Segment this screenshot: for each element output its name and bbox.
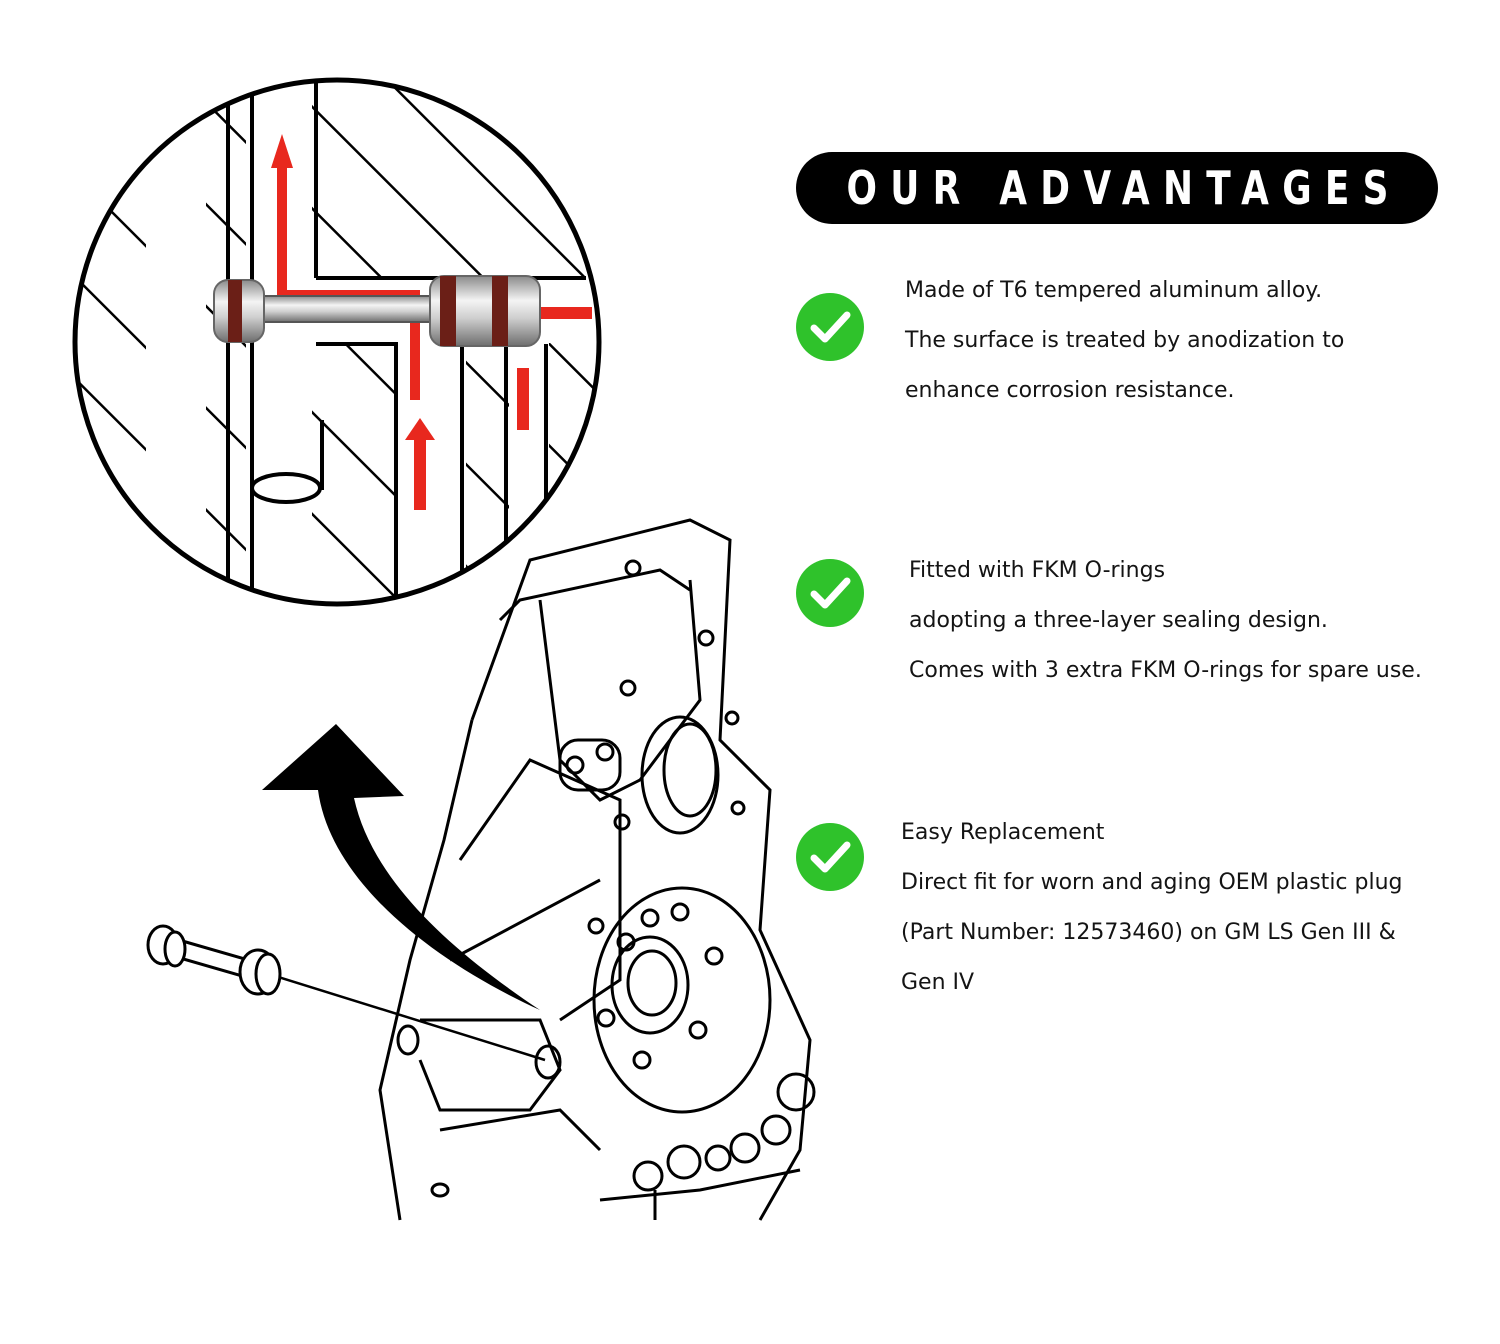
advantage-replacement: Easy Replacement Direct fit for worn and… bbox=[901, 808, 1403, 1008]
advantage-line: Comes with 3 extra FKM O-rings for spare… bbox=[909, 658, 1422, 683]
curved-arrow-icon bbox=[262, 724, 540, 1010]
advantage-line: The surface is treated by anodization to bbox=[905, 328, 1345, 353]
check-circle-icon bbox=[796, 823, 864, 891]
engine-block-drawing bbox=[378, 518, 816, 1221]
check-circle-icon bbox=[796, 559, 864, 627]
advantage-line: Easy Replacement bbox=[901, 820, 1105, 845]
heading-banner: OUR ADVANTAGES bbox=[796, 152, 1438, 224]
advantage-material: Made of T6 tempered aluminum alloy. The … bbox=[905, 266, 1344, 416]
plug-cutaway bbox=[213, 275, 541, 347]
advantage-line: Fitted with FKM O-rings bbox=[909, 558, 1166, 583]
heading-text: OUR ADVANTAGES bbox=[845, 161, 1402, 215]
advantage-line: Made of T6 tempered aluminum alloy. bbox=[905, 278, 1323, 303]
cross-section-detail bbox=[72, 77, 602, 607]
advantage-sealing: Fitted with FKM O-rings adopting a three… bbox=[909, 546, 1422, 696]
advantage-line: Gen IV bbox=[901, 970, 975, 995]
advantage-line: adopting a three-layer sealing design. bbox=[909, 608, 1328, 633]
check-circle-icon bbox=[796, 293, 864, 361]
replacement-plug bbox=[146, 924, 546, 1062]
advantage-line: (Part Number: 12573460) on GM LS Gen III… bbox=[901, 920, 1396, 945]
advantage-line: Direct fit for worn and aging OEM plasti… bbox=[901, 870, 1403, 895]
advantage-line: enhance corrosion resistance. bbox=[905, 378, 1235, 403]
